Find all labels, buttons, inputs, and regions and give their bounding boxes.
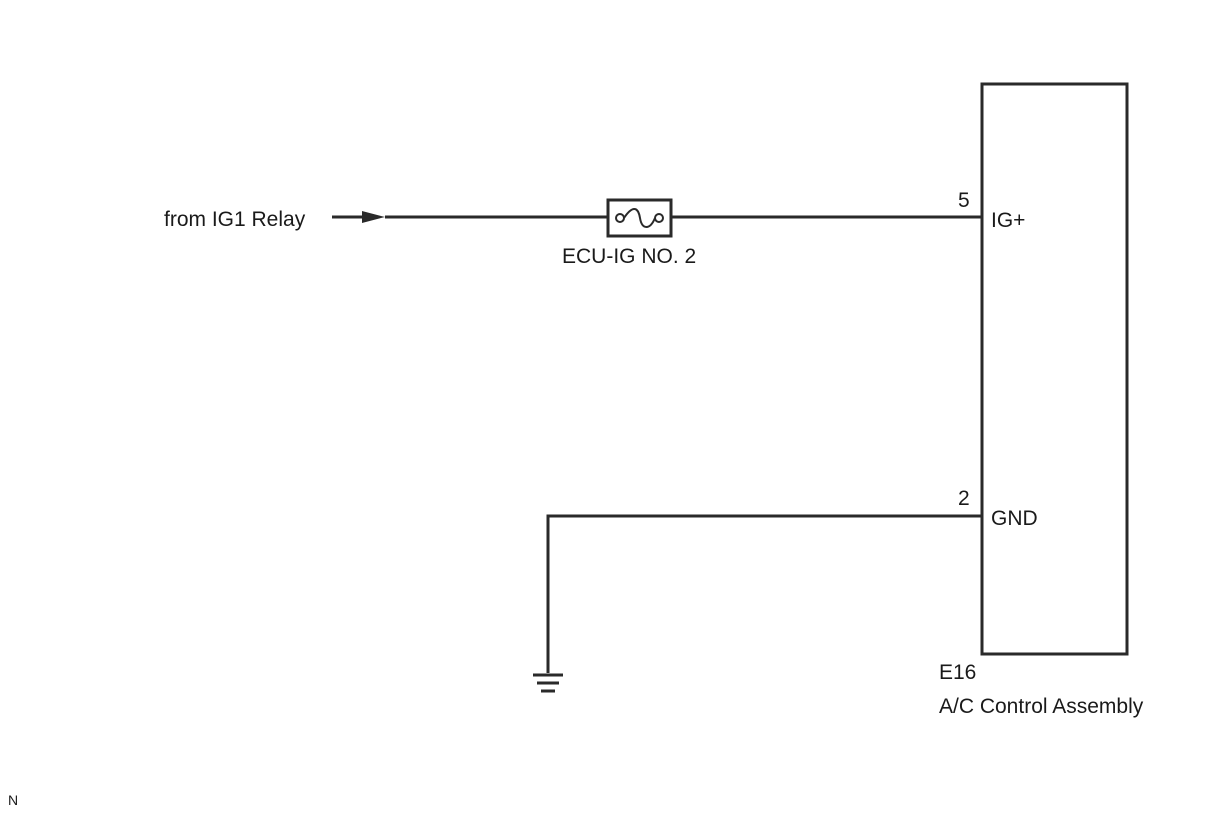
pin-label-gnd: GND (991, 507, 1038, 530)
ground-wire (546, 514, 982, 673)
source-arrow-head (362, 211, 385, 223)
component-box (980, 82, 1129, 656)
fuse-label: ECU-IG NO. 2 (562, 245, 696, 268)
corner-mark: N (8, 792, 18, 808)
pin-label-ig: IG+ (991, 209, 1025, 232)
component-name: A/C Control Assembly (939, 695, 1144, 718)
pin-number-gnd: 2 (958, 487, 970, 510)
fuse-symbol (606, 198, 673, 238)
source-label: from IG1 Relay (164, 208, 306, 231)
pin-number-ig: 5 (958, 189, 970, 212)
component-code: E16 (939, 661, 976, 684)
ground-icon (533, 673, 563, 693)
